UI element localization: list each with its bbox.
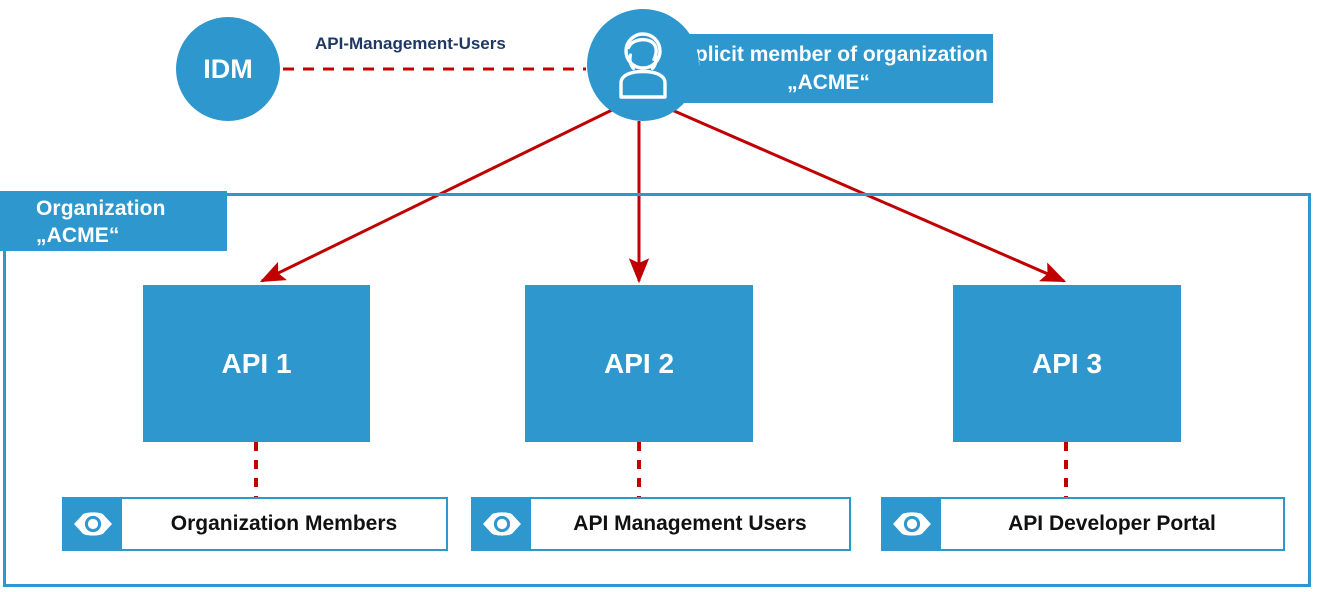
eye-icon [883, 499, 941, 549]
eye-icon-glyph [74, 512, 112, 536]
api-node-2-label: API 2 [603, 347, 675, 379]
organization-label-line1: Organization [36, 197, 166, 220]
eye-icon-glyph [893, 512, 931, 536]
visibility-chip-2[interactable]: API Management Users [471, 497, 851, 551]
user-node[interactable] [587, 9, 699, 121]
eye-icon [473, 499, 531, 549]
visibility-chip-3[interactable]: API Developer Portal [881, 497, 1285, 551]
person-icon [619, 32, 667, 99]
organization-label: Organization „ACME“ [0, 191, 227, 251]
api-node-3[interactable]: API 3 [953, 285, 1181, 442]
visibility-chip-1-label: Organization Members [170, 512, 398, 535]
api-node-3-label: API 3 [1031, 347, 1103, 379]
user-callout: Explicit member of organization „ACME“ [664, 34, 993, 103]
idm-node-label: IDM [203, 53, 253, 84]
visibility-chip-3-label: API Developer Portal [1008, 512, 1216, 535]
visibility-chip-1[interactable]: Organization Members [62, 497, 448, 551]
api-node-2[interactable]: API 2 [525, 285, 753, 442]
eye-icon [64, 499, 122, 549]
connection-label: API-Management-Users [315, 34, 506, 53]
idm-node[interactable]: IDM [176, 17, 280, 121]
eye-icon-glyph [483, 512, 521, 536]
organization-label-line2: „ACME“ [36, 224, 120, 247]
visibility-chip-2-label: API Management Users [573, 512, 807, 535]
api-node-1[interactable]: API 1 [143, 285, 370, 442]
api-node-1-label: API 1 [221, 347, 292, 379]
user-callout-text: Explicit member of organization „ACME“ [669, 42, 988, 94]
organization-frame [3, 193, 1311, 587]
